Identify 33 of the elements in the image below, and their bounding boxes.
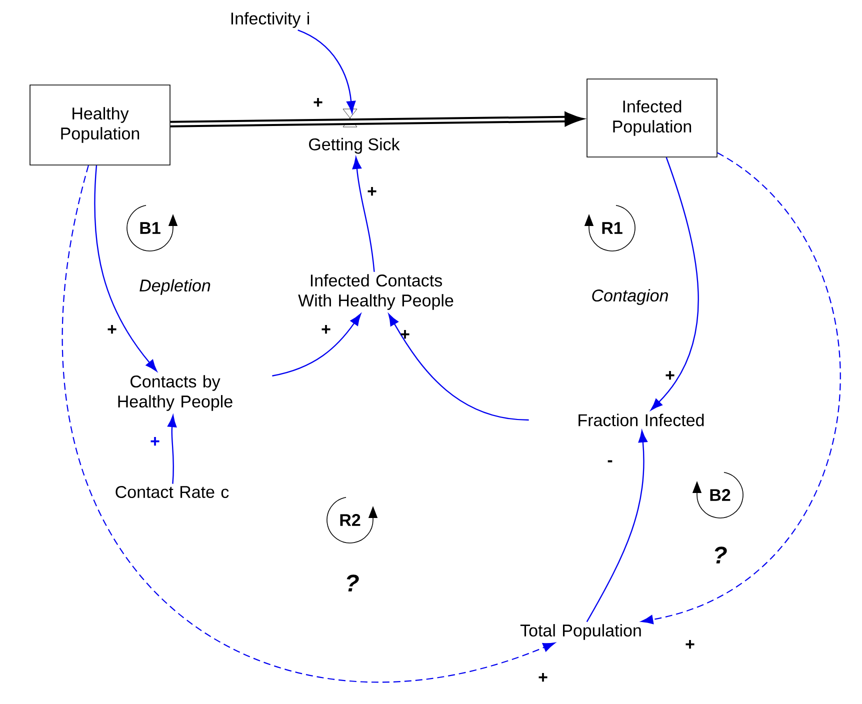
polarity-sign: + bbox=[150, 437, 160, 446]
causal-link bbox=[640, 152, 840, 624]
variable-label: Total Population bbox=[520, 624, 641, 640]
polarity-sign: + bbox=[400, 330, 410, 339]
variable-label: Contact Rate c bbox=[116, 486, 229, 498]
variable-label: Fraction Infected bbox=[578, 414, 704, 426]
causal-link bbox=[352, 156, 375, 272]
causal-link bbox=[388, 314, 529, 421]
question-mark: ? bbox=[346, 574, 359, 592]
stock-box: Infected Population bbox=[586, 78, 718, 158]
polarity-sign: - bbox=[608, 460, 612, 462]
causal-link bbox=[272, 314, 362, 376]
polarity-sign: + bbox=[666, 371, 674, 380]
polarity-sign: + bbox=[108, 325, 116, 334]
loop-name: Contagion bbox=[592, 289, 668, 305]
causal-link bbox=[298, 30, 356, 114]
causal-link bbox=[94, 165, 158, 372]
stock-box: Healthy Population bbox=[30, 84, 170, 166]
polarity-sign: + bbox=[368, 187, 376, 196]
causal-link bbox=[62, 165, 556, 682]
node-label: Getting Sick bbox=[309, 138, 400, 154]
causal-link bbox=[586, 430, 648, 622]
variable-label: Contacts by Healthy People bbox=[118, 375, 232, 411]
question-mark: ? bbox=[714, 546, 727, 564]
polarity-sign: + bbox=[322, 325, 330, 334]
variable-label: Infected Contacts With Healthy People bbox=[298, 274, 454, 310]
polarity-sign: + bbox=[686, 640, 694, 649]
causal-link bbox=[650, 157, 699, 410]
variable-label: Infectivity i bbox=[231, 12, 309, 28]
polarity-sign: + bbox=[538, 673, 548, 682]
loop-name: Depletion bbox=[140, 279, 210, 295]
causal-link bbox=[168, 415, 177, 484]
polarity-sign: + bbox=[314, 98, 322, 107]
